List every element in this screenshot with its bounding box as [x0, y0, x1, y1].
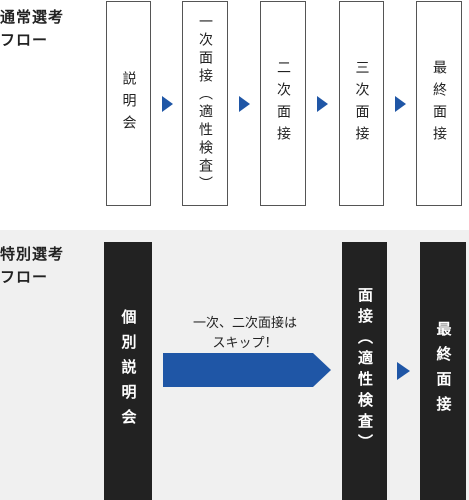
skip-note-line1: 一次、二次面接は	[192, 316, 297, 331]
normal-step-third-interview-label: 三次面接	[353, 59, 370, 148]
normal-step-second-interview: 二次面接	[260, 1, 306, 206]
special-step-final-interview-label: 最終面接	[434, 321, 453, 421]
normal-step-briefing: 説明会	[106, 1, 151, 206]
special-step-final-interview: 最終面接	[420, 242, 466, 500]
normal-step-final-interview-label: 最終面接	[431, 59, 447, 148]
normal-step-first-interview-label: 一次面接（適性検査）	[197, 13, 213, 194]
arrow-icon	[317, 96, 328, 112]
special-flow-label-line1: 特別選考	[0, 245, 65, 263]
arrow-icon	[397, 362, 410, 380]
special-step-interview-label: 面接（適性検査）	[356, 287, 374, 455]
skip-arrow-icon	[163, 353, 331, 387]
normal-step-second-interview-label: 二次面接	[275, 59, 291, 148]
arrow-icon	[162, 96, 173, 112]
special-flow-label-line2: フロー	[0, 268, 49, 286]
normal-step-first-interview: 一次面接（適性検査）	[182, 1, 228, 206]
normal-step-final-interview: 最終面接	[416, 1, 462, 206]
normal-flow-label-line1: 通常選考	[0, 8, 65, 26]
arrow-icon	[239, 96, 250, 112]
special-step-interview: 面接（適性検査）	[342, 242, 387, 500]
special-step-individual-briefing-label: 個別説明会	[119, 308, 138, 434]
normal-flow-label: 通常選考 フロー	[0, 6, 64, 52]
arrow-icon	[395, 96, 406, 112]
normal-step-third-interview: 三次面接	[339, 1, 384, 206]
special-flow-label: 特別選考 フロー	[0, 243, 64, 289]
skip-note: 一次、二次面接は スキップ！	[170, 314, 320, 354]
normal-flow-label-line2: フロー	[0, 31, 49, 49]
normal-step-briefing-label: 説明会	[120, 70, 137, 137]
skip-note-line2: スキップ！	[212, 336, 278, 351]
special-step-individual-briefing: 個別説明会	[104, 242, 152, 500]
